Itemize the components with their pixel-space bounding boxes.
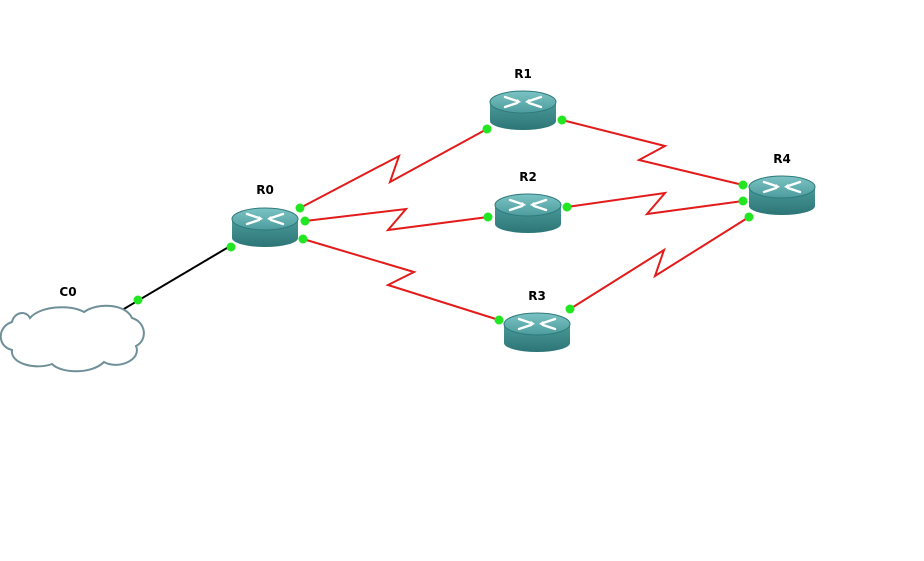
- node-label-r4: R4: [773, 152, 791, 166]
- port-indicator: [295, 203, 305, 213]
- port-indicator: [133, 295, 143, 305]
- node-r2[interactable]: R2: [494, 170, 562, 233]
- node-label-r2: R2: [519, 170, 537, 184]
- ports-layer: [133, 115, 754, 325]
- node-c0[interactable]: C0: [0, 285, 145, 373]
- cloud-icon: [0, 304, 145, 373]
- link-r0-r3[interactable]: [302, 238, 500, 321]
- node-r4[interactable]: R4: [748, 152, 816, 215]
- link-r0-r1[interactable]: [299, 128, 488, 209]
- port-indicator: [744, 212, 754, 222]
- router-icon: [503, 312, 571, 352]
- link-c0-r0[interactable]: [111, 244, 233, 317]
- node-r0[interactable]: R0: [231, 183, 299, 247]
- port-indicator: [738, 196, 748, 206]
- router-icon: [231, 207, 299, 247]
- port-indicator: [300, 216, 310, 226]
- node-label-r0: R0: [256, 183, 274, 197]
- port-indicator: [298, 234, 308, 244]
- port-indicator: [494, 315, 504, 325]
- router-icon: [748, 175, 816, 215]
- link-r0-r2[interactable]: [304, 207, 489, 232]
- link-r3-r4[interactable]: [569, 216, 750, 310]
- router-icon: [494, 193, 562, 233]
- router-icon: [489, 90, 557, 130]
- port-indicator: [565, 304, 575, 314]
- node-label-r3: R3: [528, 289, 546, 303]
- node-label-r1: R1: [514, 67, 532, 81]
- link-r1-r4[interactable]: [561, 119, 744, 186]
- port-indicator: [562, 202, 572, 212]
- link-r2-r4[interactable]: [566, 191, 744, 216]
- port-indicator: [226, 242, 236, 252]
- port-indicator: [482, 124, 492, 134]
- node-r1[interactable]: R1: [489, 67, 557, 130]
- port-indicator: [557, 115, 567, 125]
- links-layer: [111, 119, 750, 321]
- port-indicator: [738, 180, 748, 190]
- node-r3[interactable]: R3: [503, 289, 571, 352]
- port-indicator: [483, 212, 493, 222]
- node-label-c0: C0: [59, 285, 76, 299]
